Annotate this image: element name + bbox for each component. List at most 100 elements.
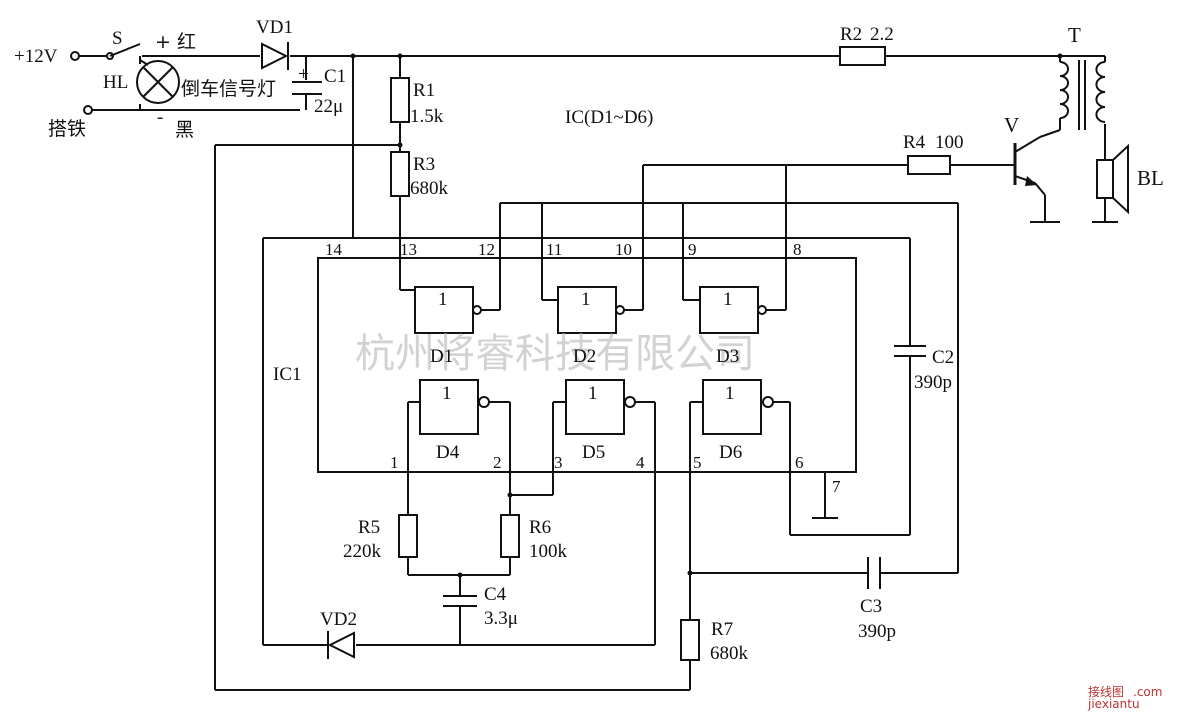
label-r5: R5: [358, 517, 380, 538]
vplus-terminal: [70, 51, 80, 61]
pin-9: 9: [688, 240, 697, 259]
label-speaker: BL: [1137, 166, 1164, 190]
label-black-wire: 黑: [175, 119, 194, 141]
capacitor-c1: [292, 81, 322, 106]
pin-3: 3: [554, 453, 563, 472]
ic1-package: [317, 257, 857, 473]
gate-d2-name: D2: [573, 346, 596, 367]
gate-d6-name: D6: [719, 442, 742, 463]
diode-vd2: [327, 631, 355, 659]
label-r7-value: 680k: [710, 643, 749, 664]
pin-12: 12: [478, 240, 495, 259]
label-red-wire: + 红: [155, 31, 196, 53]
gate-d1-symbol: 1: [438, 289, 448, 310]
gate-d2-symbol: 1: [581, 289, 591, 310]
label-vd2: VD2: [320, 609, 357, 630]
label-switch: S: [112, 28, 123, 49]
capacitor-c3: [867, 557, 881, 589]
gate-d3-name: D3: [716, 346, 739, 367]
label-r6: R6: [529, 517, 551, 538]
label-c2-value: 390p: [914, 372, 952, 393]
label-r2: R2: [840, 24, 862, 45]
speaker-bl: [1096, 143, 1129, 215]
gate-d3: [699, 286, 767, 334]
label-c1-value: 22μ: [314, 96, 343, 117]
pin-1: 1: [390, 453, 399, 472]
pin-5: 5: [693, 453, 702, 472]
label-r3: R3: [413, 154, 435, 175]
resistor-r5: [398, 514, 418, 558]
pin-13: 13: [400, 240, 417, 259]
junctions: [350, 53, 1063, 578]
label-r7: R7: [711, 619, 733, 640]
ground-terminal: [83, 105, 93, 115]
pin-7: 7: [832, 477, 841, 496]
label-c4-value: 3.3μ: [484, 608, 518, 629]
capacitor-c4: [443, 595, 477, 607]
label-transformer: T: [1068, 23, 1081, 47]
gate-d5-symbol: 1: [588, 383, 598, 404]
label-ic-title: IC(D1~D6): [565, 107, 653, 128]
gate-d6: [702, 379, 778, 435]
pin-14: 14: [325, 240, 343, 259]
label-r6-value: 100k: [529, 541, 568, 562]
label-lamp-name: 倒车信号灯: [181, 78, 276, 100]
label-r5-value: 220k: [343, 541, 382, 562]
gate-d1: [414, 286, 482, 334]
gate-d4-symbol: 1: [442, 383, 452, 404]
label-r4: R4: [903, 132, 926, 153]
corner-watermark: 接线图: [1088, 684, 1124, 699]
label-c3-value: 390p: [858, 621, 896, 642]
label-r1-value: 1.5k: [410, 106, 444, 127]
capacitor-c2: [894, 345, 926, 357]
label-r2-value: 2.2: [870, 24, 894, 45]
label-transistor: V: [1004, 113, 1019, 137]
pin-8: 8: [793, 240, 802, 259]
label-c2: C2: [932, 347, 954, 368]
label-c3: C3: [860, 596, 882, 617]
label-c4: C4: [484, 584, 507, 605]
pin-4: 4: [636, 453, 645, 472]
resistor-r4: [907, 155, 951, 175]
label-c1: C1: [324, 66, 346, 87]
wires: [70, 43, 1118, 691]
corner-watermark-sub: jiexiantu: [1087, 697, 1140, 711]
watermark-text: 杭州将睿科技有限公司: [355, 331, 755, 377]
label-hl: HL: [103, 72, 128, 93]
label-vplus: +12V: [14, 46, 58, 67]
transformer-t: [1059, 60, 1106, 130]
diode-vd1: [261, 42, 289, 70]
label-r4-value: 100: [935, 132, 964, 153]
resistor-r2: [839, 46, 886, 66]
gate-d4: [419, 379, 497, 435]
pin-6: 6: [795, 453, 804, 472]
gate-d5-name: D5: [582, 442, 605, 463]
gate-d1-name: D1: [430, 346, 453, 367]
gate-d5: [565, 379, 640, 435]
resistor-r7: [680, 619, 700, 661]
resistor-r6: [500, 514, 520, 558]
label-vd1: VD1: [256, 17, 293, 38]
corner-watermark-com: .com: [1133, 685, 1162, 699]
label-r1: R1: [413, 80, 435, 101]
labels: +12V S + 红 VD1 HL 倒车信号灯 + C1 22μ 搭铁 - 黑 …: [14, 17, 1164, 711]
gate-d6-symbol: 1: [725, 383, 735, 404]
resistor-r3: [390, 151, 410, 197]
label-ground: 搭铁: [48, 118, 86, 140]
label-r3-value: 680k: [410, 178, 449, 199]
label-black-sign: -: [157, 107, 163, 128]
lamp-hl: [136, 59, 180, 104]
pin-11: 11: [546, 240, 562, 259]
gate-d2: [557, 286, 625, 334]
label-ic1: IC1: [273, 364, 302, 385]
transistor-v: [1010, 136, 1041, 186]
pin-2: 2: [493, 453, 502, 472]
pin-10: 10: [615, 240, 632, 259]
gate-d3-symbol: 1: [723, 289, 733, 310]
gate-d4-name: D4: [436, 442, 460, 463]
switch-s-blade: [109, 43, 141, 57]
resistor-r1: [390, 77, 410, 123]
label-c1-plus: +: [298, 64, 309, 85]
